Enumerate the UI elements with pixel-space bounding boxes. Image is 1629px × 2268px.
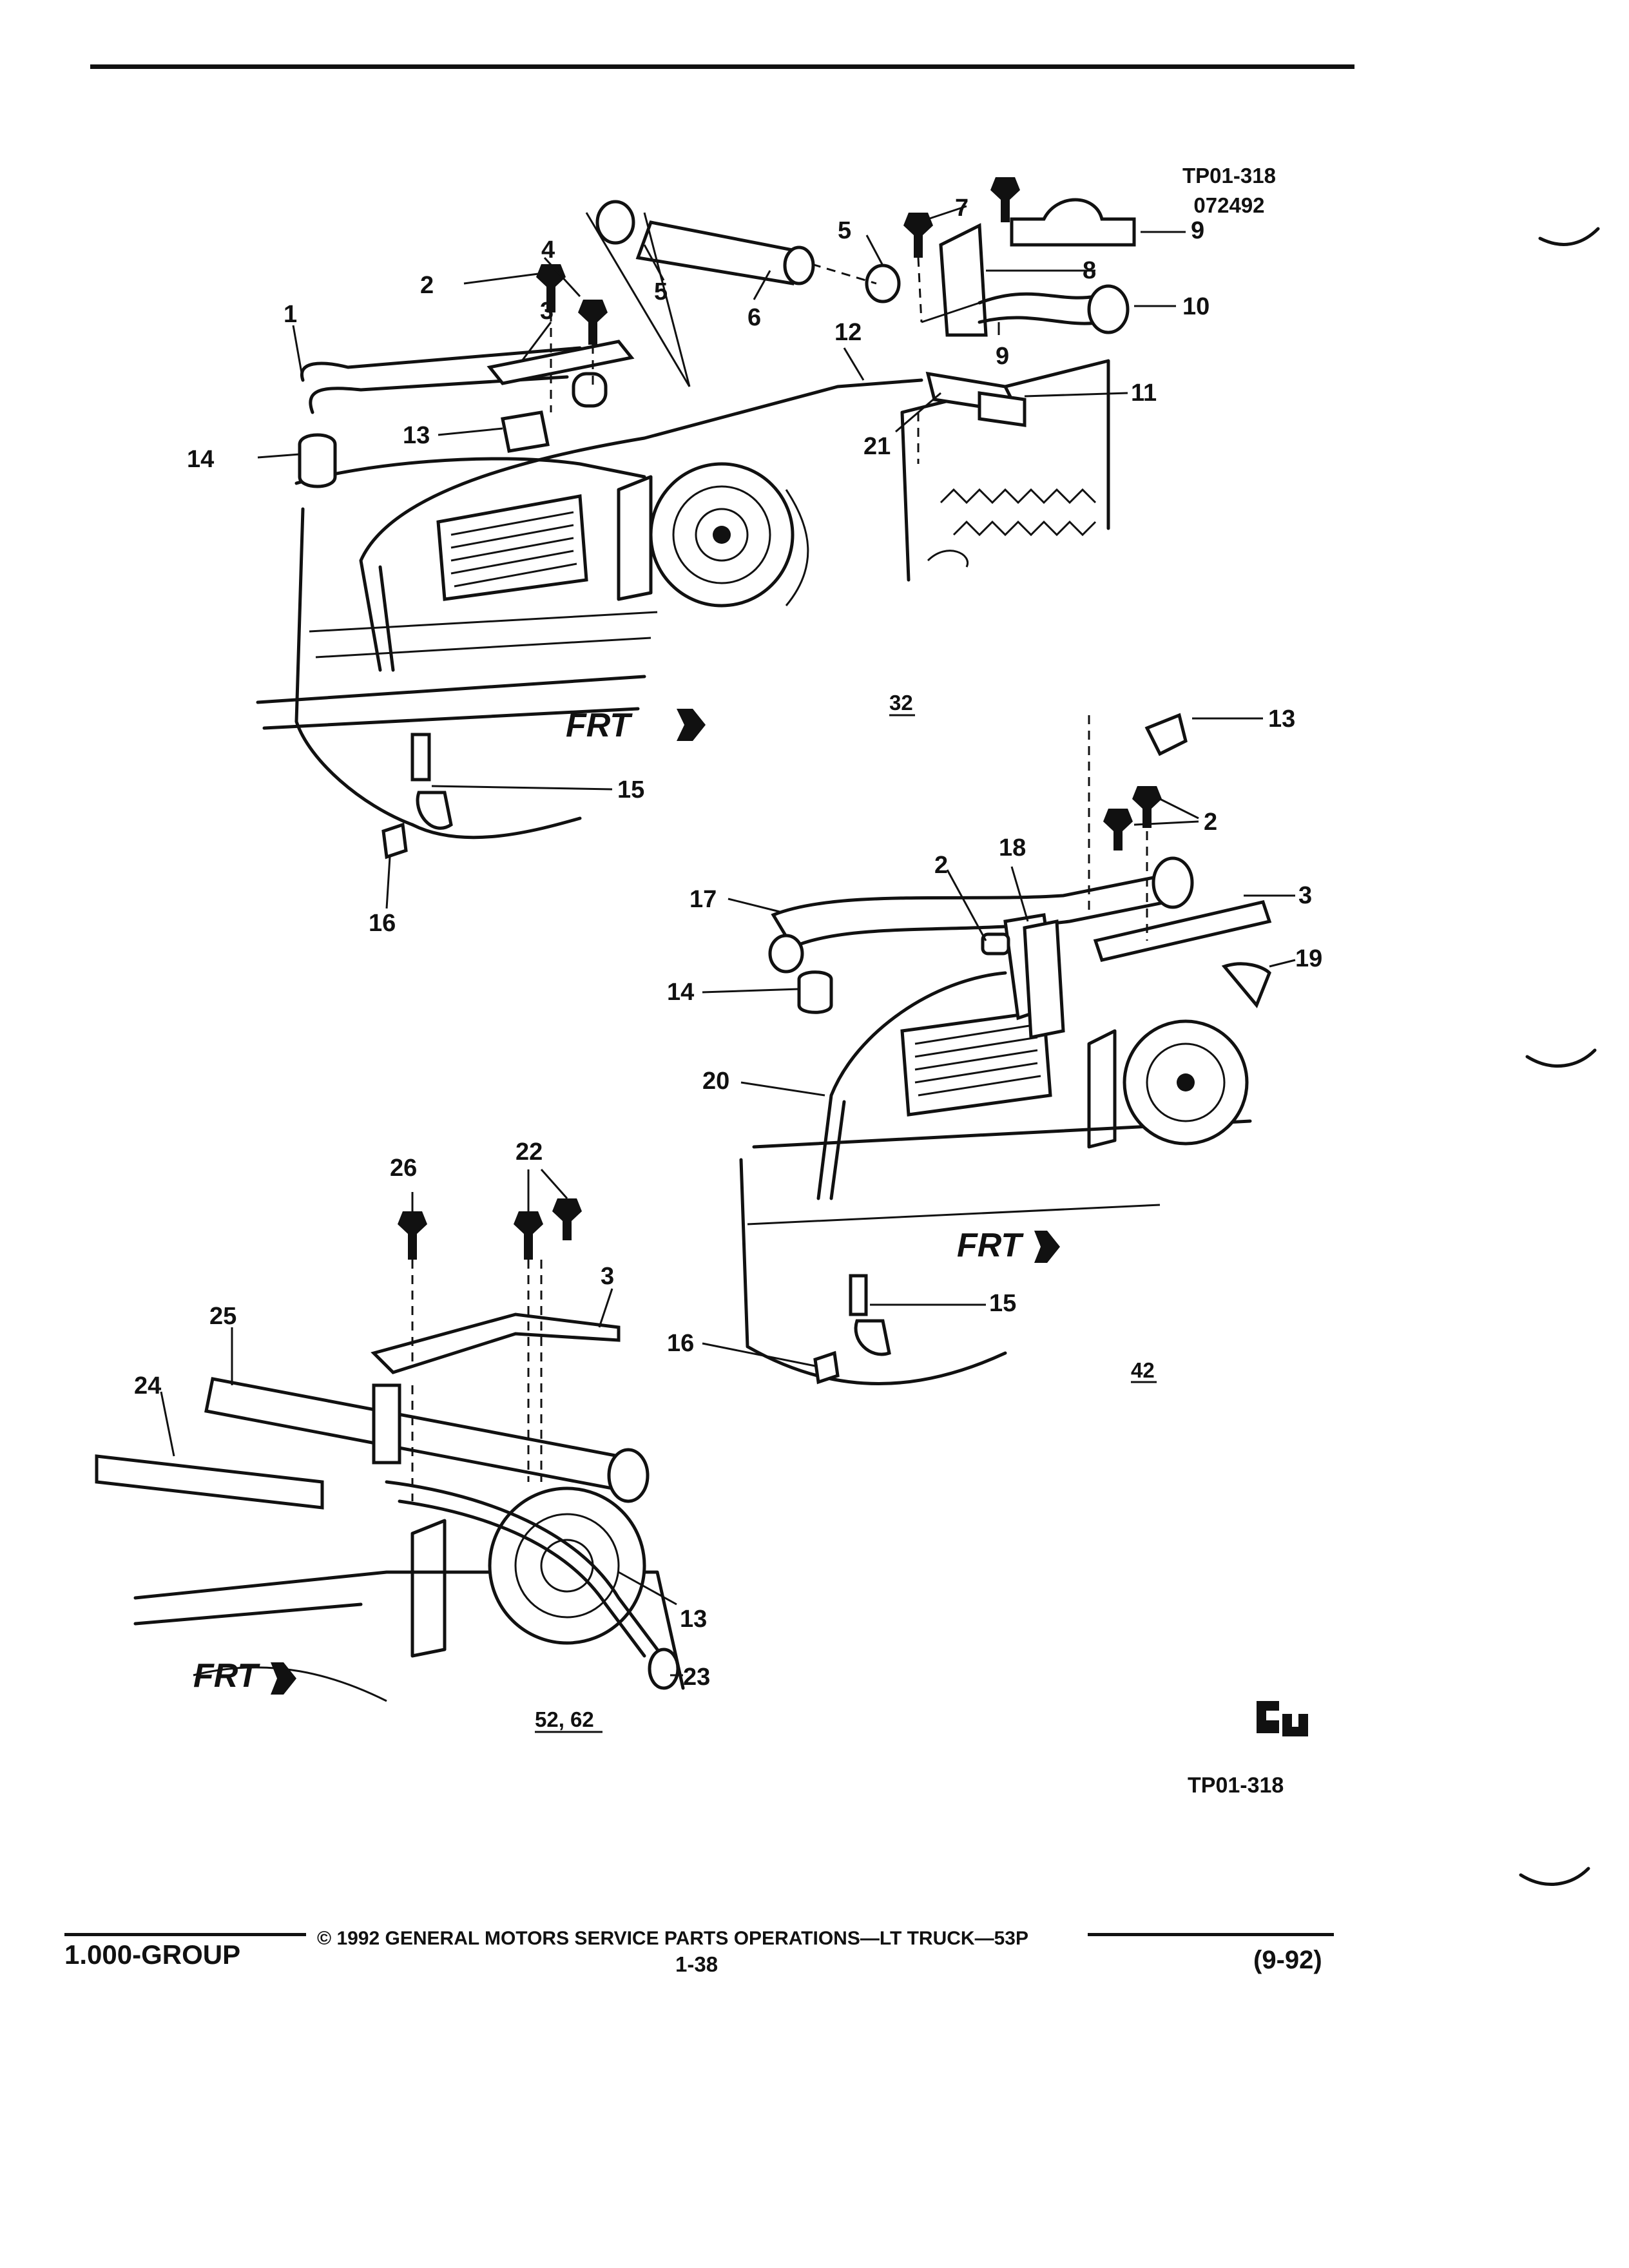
footer-rule-right <box>1088 1933 1334 1936</box>
front-label-mid: FRT <box>957 1227 1024 1264</box>
revision-date: (9-92) <box>1253 1946 1322 1974</box>
callout-15-mid: 15 <box>989 1290 1016 1317</box>
callout-20: 20 <box>702 1068 729 1095</box>
callout-21: 21 <box>863 433 891 460</box>
engine-variant-42: 42 <box>1131 1358 1155 1382</box>
callout-4: 4 <box>541 236 555 264</box>
bolt-4-top <box>578 300 608 345</box>
callout-16: 16 <box>369 910 396 937</box>
callout-3-mid: 3 <box>1298 882 1312 909</box>
bolt-26 <box>398 1211 427 1260</box>
group-title: 1.000-GROUP <box>64 1939 241 1970</box>
view-bottom-engine: 26 22 3 25 24 13 23 52, 62 FRT <box>95 1139 710 1733</box>
callout-11: 11 <box>1131 380 1157 407</box>
top-rule <box>90 64 1354 69</box>
callout-14: 14 <box>187 446 214 473</box>
illustration-ref-top: TP01-318 072492 <box>1182 161 1276 220</box>
callout-12: 12 <box>834 319 862 346</box>
callout-13-mid: 13 <box>1268 706 1295 733</box>
bolt-22-a <box>514 1211 543 1260</box>
callout-17: 17 <box>689 886 717 913</box>
callout-15: 15 <box>617 776 644 803</box>
footer-rule-left <box>64 1933 306 1936</box>
front-arrow-icon <box>271 1662 296 1695</box>
callout-3-bottom: 3 <box>601 1263 614 1290</box>
callout-19: 19 <box>1295 945 1322 972</box>
bolt-2-mid-b <box>1103 809 1133 850</box>
engine-variant-32: 32 <box>889 691 913 715</box>
bolt-2-top <box>536 264 566 312</box>
callout-13: 13 <box>403 422 430 449</box>
front-label-bottom: FRT <box>193 1657 260 1695</box>
front-arrow-icon <box>1034 1231 1060 1263</box>
page-number: 1-38 <box>675 1952 718 1976</box>
bolt-2-mid-a <box>1132 786 1162 828</box>
callout-22: 22 <box>516 1139 543 1166</box>
callout-8: 8 <box>1083 257 1096 284</box>
callout-5a: 5 <box>654 278 668 305</box>
callout-14-mid: 14 <box>667 979 694 1006</box>
gm-logo-icon <box>1257 1701 1308 1736</box>
callout-18: 18 <box>999 834 1026 861</box>
illustration-date: 072492 <box>1193 193 1265 217</box>
front-arrow-icon <box>677 709 706 741</box>
page-edge-mark <box>1538 227 1600 246</box>
callout-9b: 9 <box>996 343 1009 370</box>
callout-5b: 5 <box>838 217 851 244</box>
bolt-7-b <box>990 177 1020 222</box>
engine-variant-52-62: 52, 62 <box>535 1707 594 1731</box>
illustration-code: TP01-318 <box>1182 164 1276 187</box>
callout-9a: 9 <box>1191 217 1204 244</box>
callout-1: 1 <box>284 301 297 328</box>
view-middle-engine: 13 2 18 2 17 3 19 14 20 15 16 42 FRT <box>667 706 1322 1385</box>
callout-2: 2 <box>420 272 434 299</box>
page-edge-mark <box>1525 1048 1597 1068</box>
callout-6: 6 <box>747 304 761 331</box>
callout-13-bottom: 13 <box>680 1606 707 1633</box>
callout-10: 10 <box>1182 293 1210 320</box>
callout-2-mid: 2 <box>1204 809 1217 836</box>
callout-2-mid-b: 2 <box>934 852 948 879</box>
copyright-notice: © 1992 GENERAL MOTORS SERVICE PARTS OPER… <box>317 1928 1028 1949</box>
callout-7: 7 <box>955 195 969 222</box>
front-label-top: FRT <box>566 707 633 744</box>
bolt-22-b <box>552 1198 582 1240</box>
callout-23: 23 <box>683 1664 710 1691</box>
illustration-ref-bottom: TP01-318 <box>1188 1773 1284 1798</box>
callout-25: 25 <box>209 1303 236 1330</box>
callout-3: 3 <box>540 298 554 325</box>
callout-16-mid: 16 <box>667 1330 694 1357</box>
view-top-engine: 1 2 4 3 5 6 5 7 9 8 9 10 12 11 21 13 14 … <box>187 177 1210 937</box>
page-edge-mark <box>1519 1867 1590 1886</box>
callout-24: 24 <box>134 1372 161 1399</box>
bolt-7-a <box>903 213 933 258</box>
callout-26: 26 <box>390 1155 417 1182</box>
